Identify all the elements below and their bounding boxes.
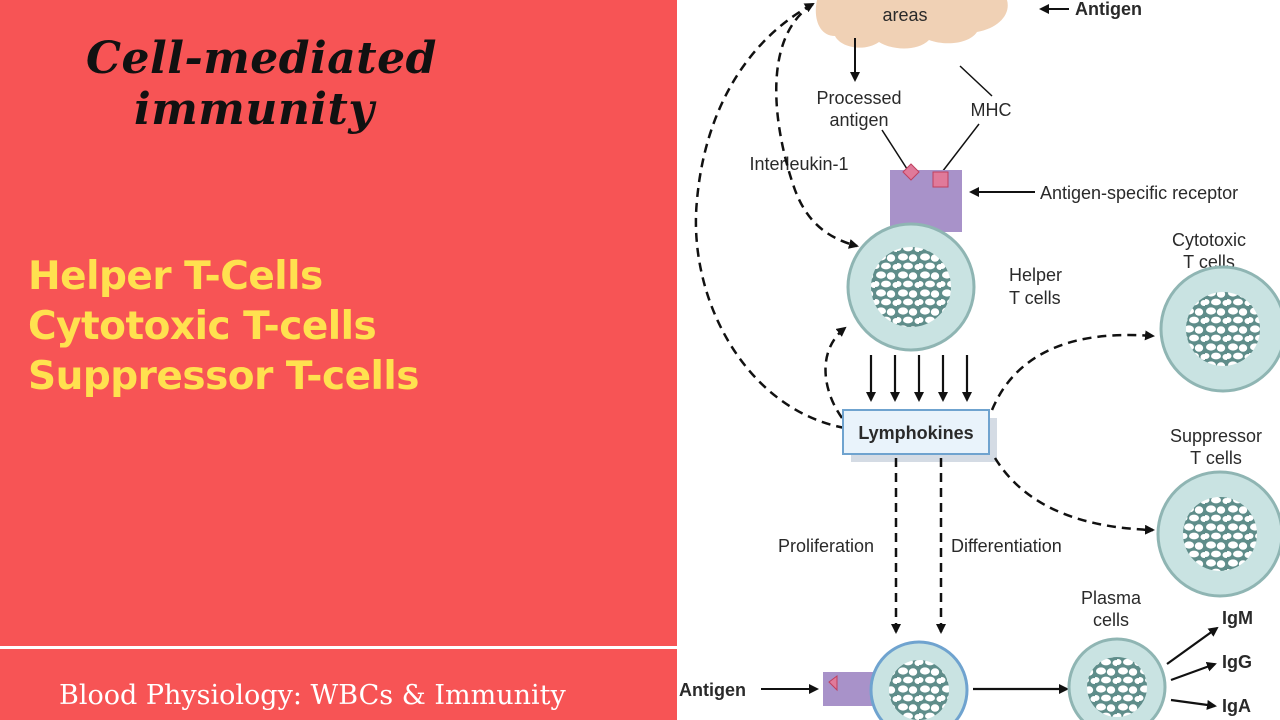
mhc-label: MHC [971,100,1012,120]
plasma-cell-nucleus [1087,657,1147,717]
title-line-1: Cell-mediated [86,33,437,84]
helper-label-1: Helper [1009,265,1062,285]
list-item-cytotoxic: Cytotoxic T-cells [28,304,377,349]
helper-label-2: T cells [1009,288,1061,308]
to-cytotoxic-path [990,330,1155,411]
feedback-dashed-path [694,2,846,430]
title-line-2: immunity [134,84,375,135]
suppressor-label-1: Suppressor [1170,426,1262,446]
bottom-cell-nucleus [889,660,949,720]
igg-label: IgG [1222,652,1252,672]
cytotoxic-label-1: Cytotoxic [1172,230,1246,250]
t-cell-type-list: Helper T-Cells Cytotoxic T-cells Suppres… [28,252,419,402]
igg-arrow [1170,662,1217,682]
cytotoxic-t-cell-nucleus [1186,292,1260,366]
divider-line [0,646,677,649]
suppressor-label-2: T cells [1190,448,1242,468]
mhc-pointer [938,123,980,177]
igm-label: IgM [1222,608,1253,628]
antigen-specific-receptor [890,170,962,232]
iga-label: IgA [1222,696,1251,716]
list-item-suppressor: Suppressor T-cells [28,354,419,399]
processed-antigen-label-1: Processed [816,88,901,108]
lymphokine-to-helper-path [824,326,847,419]
footer-caption: Blood Physiology: WBCs & Immunity [59,680,566,711]
areas-label: areas [882,5,927,25]
differentiation-label: Differentiation [951,536,1062,556]
helper-t-cell-nucleus [871,247,951,327]
antigen-presenting-cloud [815,0,1008,49]
proliferation-label: Proliferation [778,536,874,556]
lymphokines-box [842,409,990,455]
lymphokines-label: Lymphokines [858,423,973,443]
bottom-antigen-marker [828,675,838,692]
processed-antigen-marker [902,163,920,181]
iga-arrow [1170,698,1217,710]
plasma-label-2: cells [1093,610,1129,630]
mhc-marker [932,171,949,188]
mhc-line [959,65,993,97]
antigen-bottom-label: Antigen [679,680,746,700]
interleukin-label: Interleukin-1 [749,154,848,174]
to-suppressor-path [993,457,1155,535]
list-item-helper: Helper T-Cells [28,254,323,299]
igm-arrow [1166,626,1219,665]
plasma-label-1: Plasma [1081,588,1142,608]
left-panel [0,0,677,720]
interleukin-dashed-path [775,2,859,249]
suppressor-t-cell-nucleus [1183,497,1257,571]
immunity-diagram: areas Antigen Processed antigen MHC Inte… [679,0,1280,720]
antigen-top-label: Antigen [1075,0,1142,19]
receptor-label: Antigen-specific receptor [1040,183,1238,203]
processed-antigen-label-2: antigen [829,110,888,130]
processed-antigen-pointer [881,129,910,173]
